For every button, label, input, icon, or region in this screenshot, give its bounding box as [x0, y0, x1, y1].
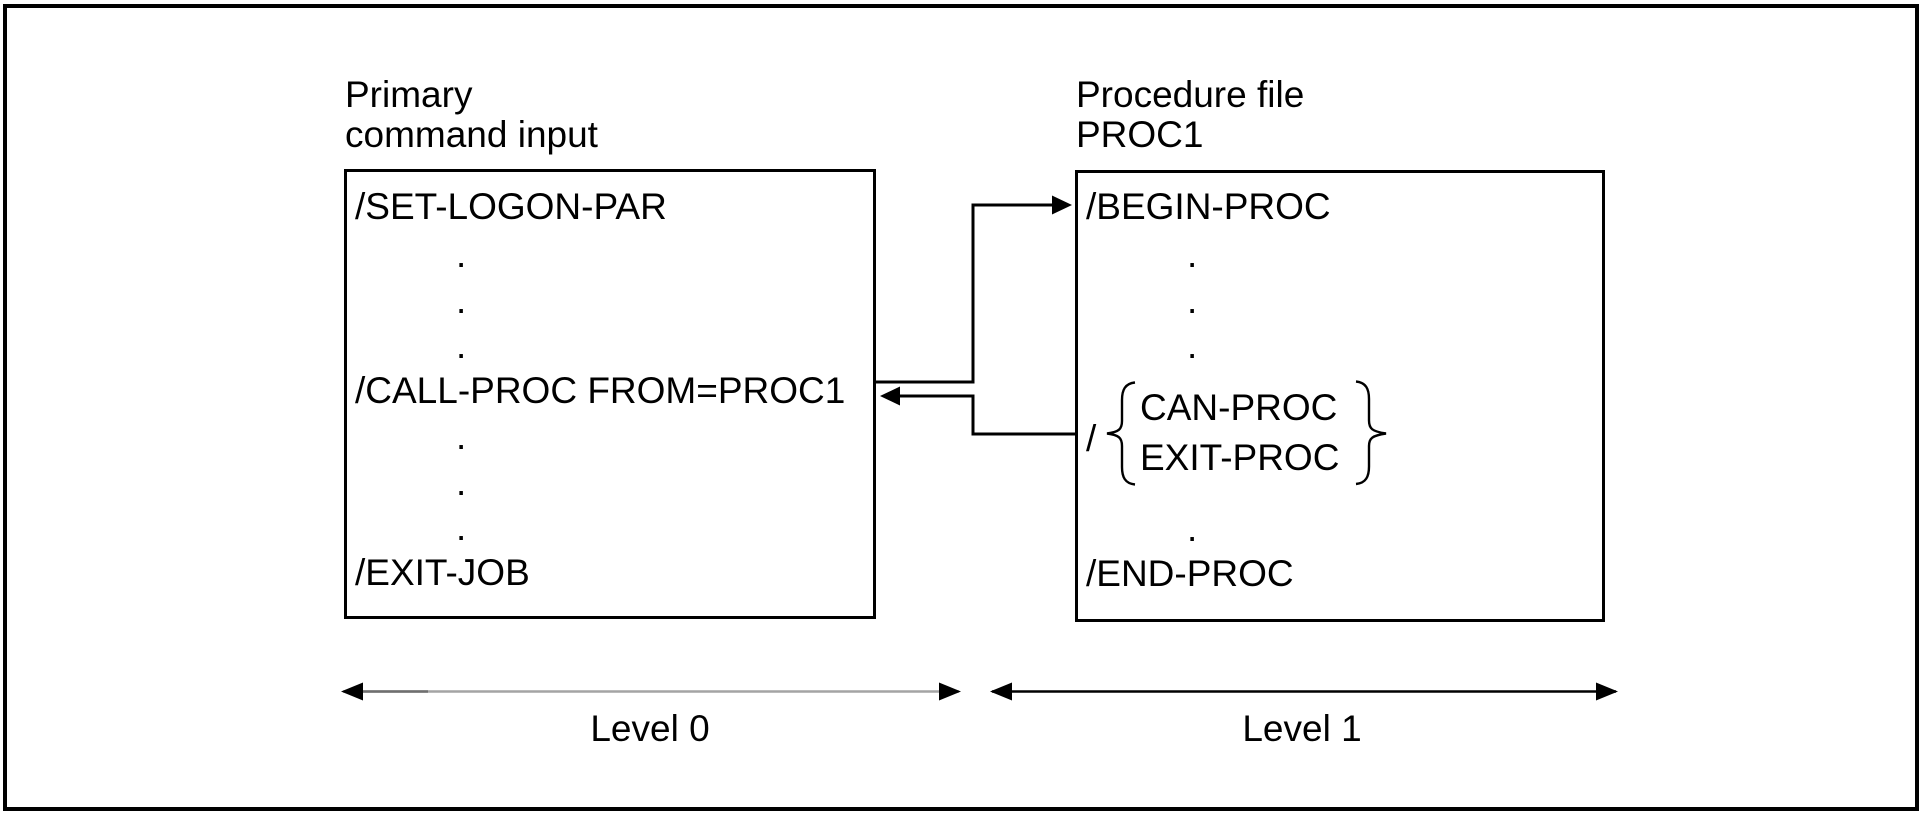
right-title-line2: PROC1 [1076, 114, 1204, 155]
right-box-choice-exit-proc: EXIT-PROC [1140, 436, 1340, 478]
left-box-line-exit-job: /EXIT-JOB [355, 551, 530, 593]
level1-label: Level 1 [1242, 707, 1362, 749]
ellipsis-dot: . [456, 461, 467, 503]
ellipsis-dot: . [456, 325, 467, 367]
ellipsis-dot: . [1187, 325, 1198, 367]
left-title-line2: command input [345, 114, 598, 155]
left-box-line-set-logon-par: /SET-LOGON-PAR [355, 185, 667, 227]
ellipsis-dot: . [1187, 279, 1198, 321]
ellipsis-dot: . [456, 279, 467, 321]
left-box-line-call-proc: /CALL-PROC FROM=PROC1 [355, 369, 846, 411]
right-box-choice-can-proc: CAN-PROC [1140, 386, 1338, 428]
procedure-file-box [1075, 170, 1605, 622]
ellipsis-dot: . [456, 234, 467, 276]
right-box-choice-slash: / [1086, 417, 1097, 459]
level0-label: Level 0 [590, 707, 710, 749]
right-box-line-begin-proc: /BEGIN-PROC [1086, 185, 1331, 227]
ellipsis-dot: . [1187, 508, 1198, 550]
ellipsis-dot: . [456, 507, 467, 549]
left-title-line1: Primary [345, 74, 473, 115]
ellipsis-dot: . [1187, 234, 1198, 276]
outer-frame [3, 4, 1919, 811]
right-title-line1: Procedure file [1076, 74, 1305, 115]
ellipsis-dot: . [456, 416, 467, 458]
right-box-line-end-proc: /END-PROC [1086, 552, 1294, 594]
primary-command-box [344, 169, 876, 619]
